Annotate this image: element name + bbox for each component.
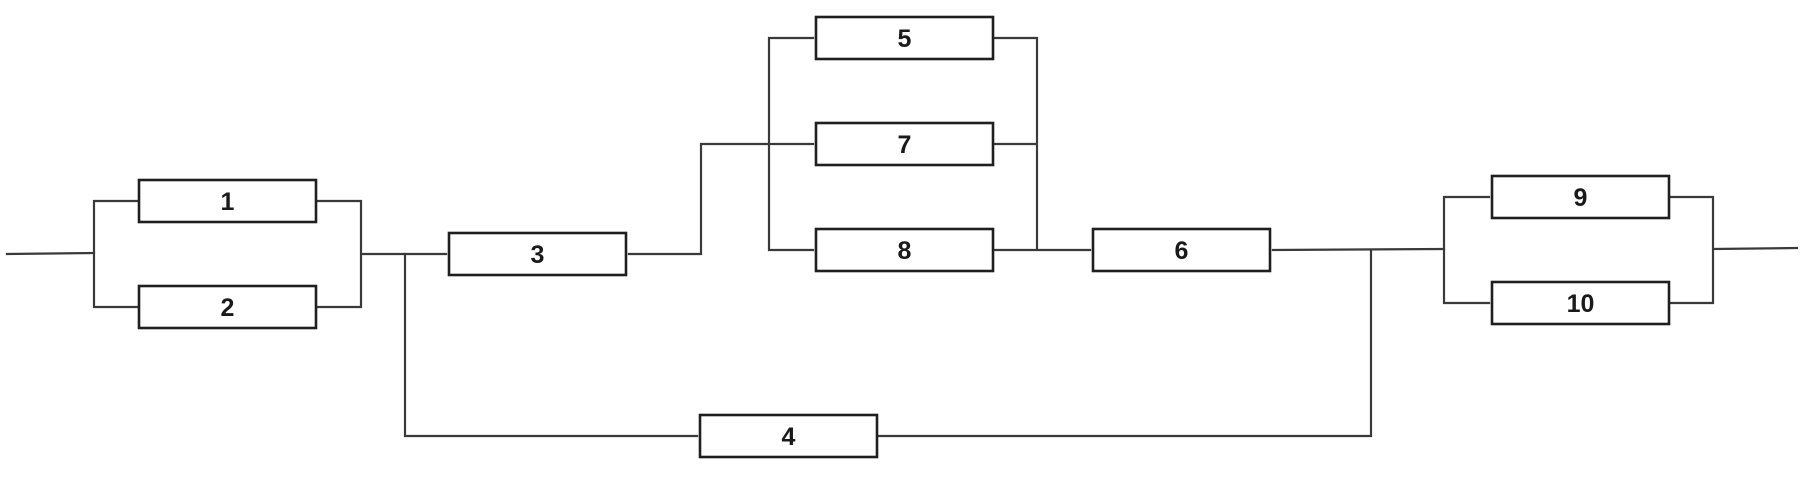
- wire-4-return: [877, 248, 1373, 438]
- wire-split-5-7-8: [767, 36, 815, 252]
- block-1-label: 1: [221, 188, 235, 216]
- block-6-label: 6: [1175, 237, 1189, 265]
- block-8: 8: [814, 227, 995, 273]
- wire-branch-4: [403, 252, 699, 438]
- block-4: 4: [698, 413, 879, 459]
- block-2: 2: [137, 284, 318, 330]
- block-7-label: 7: [898, 131, 912, 159]
- block-6: 6: [1091, 227, 1272, 273]
- wire-join-1-2: [316, 199, 448, 309]
- block-3: 3: [447, 231, 628, 277]
- block-7: 7: [814, 121, 995, 167]
- wire-join-5-7-8: [993, 36, 1092, 252]
- wire-join-9-10: [1668, 195, 1799, 305]
- block-4-label: 4: [782, 423, 796, 451]
- block-5-label: 5: [898, 25, 912, 53]
- block-10: 10: [1490, 280, 1671, 326]
- connections: [5, 36, 1799, 438]
- wire-3-to-group: [627, 142, 815, 256]
- block-3-label: 3: [531, 241, 545, 269]
- wire-split-9-10: [1442, 195, 1491, 305]
- input-line: [5, 251, 96, 256]
- block-10-label: 10: [1567, 290, 1595, 318]
- block-9: 9: [1490, 174, 1671, 220]
- block-8-label: 8: [898, 237, 912, 265]
- wire-6-to-right: [1271, 247, 1446, 252]
- block-5: 5: [814, 15, 995, 61]
- block-2-label: 2: [221, 294, 235, 322]
- block-9-label: 9: [1574, 184, 1588, 212]
- wire-split-1-2: [92, 199, 139, 309]
- block-1: 1: [137, 178, 318, 224]
